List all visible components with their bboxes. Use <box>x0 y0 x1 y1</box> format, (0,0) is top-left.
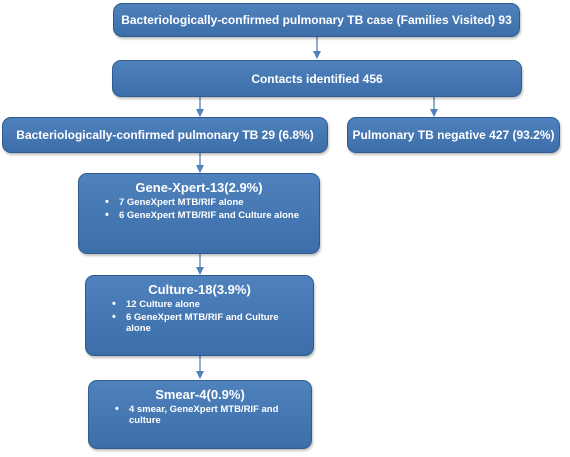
smear-list: 4 smear, GeneXpert MTB/RIF and culture <box>99 404 301 426</box>
tb-positive-label: Bacteriologically-confirmed pulmonary TB… <box>16 128 314 142</box>
culture-box: Culture-18(3.9%) 12 Culture alone 6 Gene… <box>85 275 314 356</box>
genexpert-item: 7 GeneXpert MTB/RIF alone <box>105 197 309 208</box>
tb-positive-box: Bacteriologically-confirmed pulmonary TB… <box>2 117 328 153</box>
genexpert-box: Gene-Xpert-13(2.9%) 7 GeneXpert MTB/RIF … <box>78 173 320 254</box>
genexpert-list: 7 GeneXpert MTB/RIF alone 6 GeneXpert MT… <box>89 197 309 221</box>
smear-item: 4 smear, GeneXpert MTB/RIF and culture <box>115 404 301 426</box>
contacts-identified-label: Contacts identified 456 <box>251 71 383 86</box>
families-visited-label: Bacteriologically-confirmed pulmonary TB… <box>121 13 512 27</box>
tb-negative-box: Pulmonary TB negative 427 (93.2%) <box>347 117 560 153</box>
genexpert-title: Gene-Xpert-13(2.9%) <box>135 180 263 195</box>
culture-item: 6 GeneXpert MTB/RIF and Culture alone <box>112 312 303 334</box>
smear-title: Smear-4(0.9%) <box>155 387 245 402</box>
culture-title: Culture-18(3.9%) <box>148 282 251 297</box>
culture-item: 12 Culture alone <box>112 299 303 310</box>
contacts-identified-box: Contacts identified 456 <box>112 60 522 97</box>
smear-box: Smear-4(0.9%) 4 smear, GeneXpert MTB/RIF… <box>88 380 312 449</box>
families-visited-box: Bacteriologically-confirmed pulmonary TB… <box>113 3 520 37</box>
culture-list: 12 Culture alone 6 GeneXpert MTB/RIF and… <box>96 299 303 334</box>
genexpert-item: 6 GeneXpert MTB/RIF and Culture alone <box>105 210 309 221</box>
tb-negative-label: Pulmonary TB negative 427 (93.2%) <box>352 128 555 142</box>
